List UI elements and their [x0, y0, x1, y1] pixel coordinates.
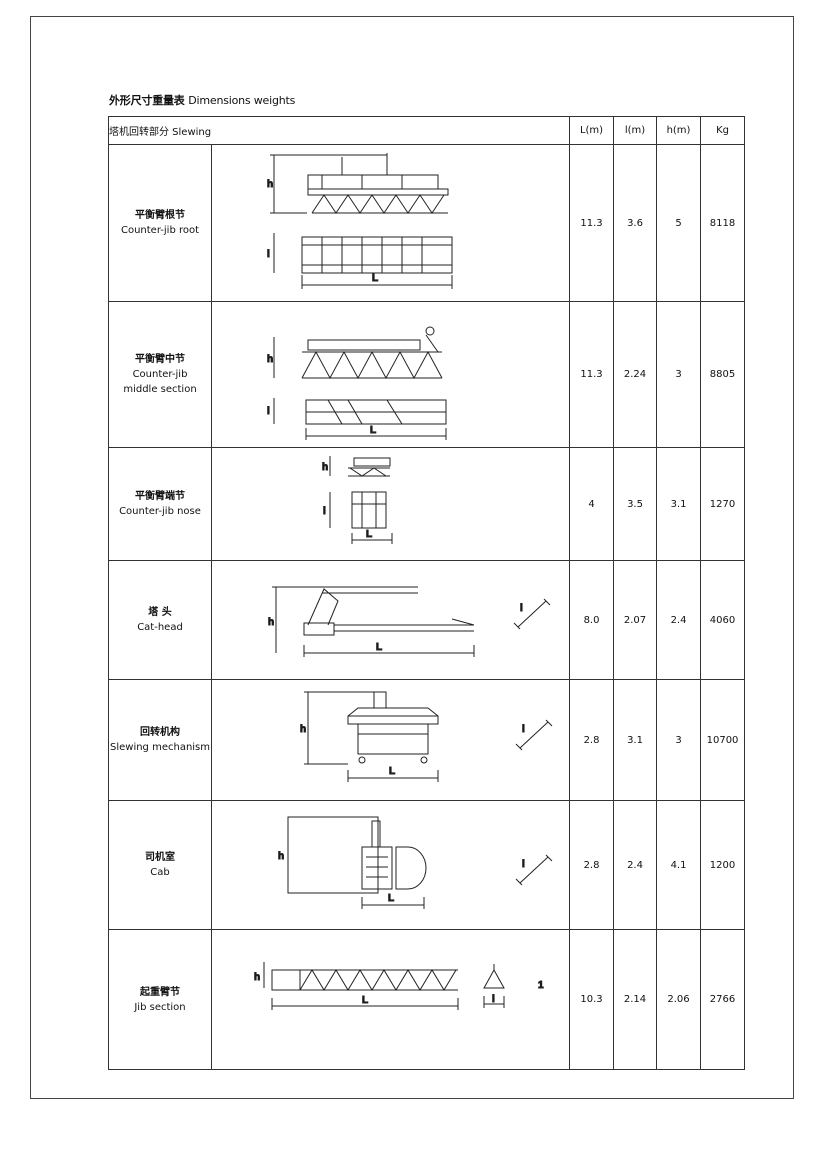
- dim-label-L: L: [388, 893, 394, 904]
- value-L: 8.0: [569, 560, 615, 680]
- name-en: Cab: [150, 867, 170, 878]
- value-kg: 8118: [700, 144, 746, 302]
- value-l: 3.6: [613, 144, 658, 302]
- value-h: 5: [656, 144, 702, 302]
- value-l: 2.14: [613, 929, 658, 1070]
- counter-jib-nose-drawing: h l L: [210, 447, 571, 561]
- name-cn: 平衡臂端节: [135, 491, 185, 502]
- counter-jib-root-drawing: h l L: [210, 144, 571, 302]
- page-frame: [30, 16, 794, 1099]
- component-name: 起重臂节 Jib section: [108, 929, 212, 1070]
- table-row: 平衡臂端节 Counter-jib nose h l L 4 3.5: [108, 447, 746, 561]
- value-l: 3.1: [613, 679, 658, 801]
- dim-label-l: l: [267, 249, 270, 260]
- name-cn: 平衡臂中节: [135, 354, 185, 365]
- dim-label-L: L: [370, 425, 376, 436]
- value-h: 3: [656, 301, 702, 448]
- dim-label-l: l: [522, 859, 525, 870]
- value-h: 2.4: [656, 560, 702, 680]
- dim-label-L: L: [366, 529, 372, 540]
- section-title: 塔机回转部分 Slewing: [107, 116, 571, 145]
- value-l: 2.4: [613, 800, 658, 930]
- value-l: 2.24: [613, 301, 658, 448]
- name-en: Cat-head: [137, 622, 183, 633]
- component-name: 平衡臂根节 Counter-jib root: [108, 144, 212, 302]
- dim-label-l: l: [522, 724, 525, 735]
- value-kg: 10700: [700, 679, 746, 801]
- table-row: 回转机构 Slewing mechanism h L l 2.8 3: [108, 679, 746, 801]
- dim-label-l: l: [267, 406, 270, 417]
- slewing-mechanism-drawing: h L l: [210, 679, 571, 801]
- value-L: 2.8: [569, 800, 615, 930]
- dimensions-table: 塔机回转部分 Slewing L(m) l(m) h(m) Kg 平衡臂根节 C…: [107, 116, 746, 1070]
- dim-label-l: l: [323, 506, 326, 517]
- cab-drawing: h L l: [210, 800, 571, 930]
- dim-label-L: L: [389, 766, 395, 777]
- value-kg: 1200: [700, 800, 746, 930]
- component-name: 司机室 Cab: [108, 800, 212, 930]
- jib-section-drawing: h L l 1: [210, 929, 571, 1070]
- cat-head-drawing: h L l: [210, 560, 571, 680]
- table-row: 起重臂节 Jib section h L l 1 10.3: [108, 929, 746, 1070]
- col-header-l: l(m): [613, 116, 658, 145]
- title-en: Dimensions weights: [188, 94, 296, 107]
- name-en-line2: middle section: [123, 384, 197, 395]
- table-row: 塔 头 Cat-head h L l 8.0 2.07 2.4 4060: [108, 560, 746, 680]
- name-cn: 司机室: [145, 852, 175, 863]
- dim-label-l: l: [492, 994, 495, 1005]
- dim-label-h: h: [278, 851, 284, 862]
- dim-label-h: h: [254, 972, 260, 983]
- table-row: 平衡臂中节 Counter-jib middle section h l L: [108, 301, 746, 448]
- name-en: Slewing mechanism: [109, 742, 211, 753]
- name-cn: 平衡臂根节: [135, 210, 185, 221]
- dim-label-h: h: [267, 354, 273, 365]
- value-L: 11.3: [569, 301, 615, 448]
- name-en: Jib section: [134, 1001, 186, 1013]
- table-row: 司机室 Cab h L l 2.8 2.4 4.1: [108, 800, 746, 930]
- col-header-kg: Kg: [700, 116, 746, 145]
- value-L: 2.8: [569, 679, 615, 801]
- jib-note: 1: [538, 980, 544, 991]
- value-h: 3: [656, 679, 702, 801]
- table-row: 平衡臂根节 Counter-jib root h l: [108, 144, 746, 302]
- component-name: 回转机构 Slewing mechanism: [108, 679, 212, 801]
- dim-label-h: h: [267, 179, 273, 190]
- dim-label-L: L: [376, 642, 382, 653]
- value-kg: 1270: [700, 447, 746, 561]
- name-cn: 起重臂节: [140, 986, 180, 998]
- name-cn: 回转机构: [140, 727, 180, 738]
- value-l: 2.07: [613, 560, 658, 680]
- dim-label-L: L: [362, 995, 368, 1006]
- name-en: Counter-jib nose: [119, 506, 201, 517]
- value-L: 10.3: [569, 929, 615, 1070]
- dim-label-L: L: [372, 273, 378, 284]
- value-l: 3.5: [613, 447, 658, 561]
- dim-label-h: h: [322, 462, 328, 473]
- name-en: Counter-jib root: [120, 225, 200, 236]
- component-name: 平衡臂中节 Counter-jib middle section: [108, 301, 212, 448]
- table-header-row: 塔机回转部分 Slewing L(m) l(m) h(m) Kg: [107, 116, 746, 145]
- value-h: 4.1: [656, 800, 702, 930]
- value-h: 3.1: [656, 447, 702, 561]
- value-L: 11.3: [569, 144, 615, 302]
- title-cn: 外形尺寸重量表: [109, 94, 185, 107]
- page-title: 外形尺寸重量表 Dimensions weights: [109, 92, 295, 108]
- dim-label-l: l: [520, 603, 523, 614]
- col-header-h: h(m): [656, 116, 702, 145]
- col-header-L: L(m): [569, 116, 615, 145]
- component-name: 塔 头 Cat-head: [108, 560, 212, 680]
- dim-label-h: h: [268, 617, 274, 628]
- value-L: 4: [569, 447, 615, 561]
- value-kg: 2766: [700, 929, 746, 1070]
- name-cn: 塔 头: [148, 607, 172, 618]
- counter-jib-middle-drawing: h l L: [210, 301, 571, 448]
- value-kg: 4060: [700, 560, 746, 680]
- component-name: 平衡臂端节 Counter-jib nose: [108, 447, 212, 561]
- value-kg: 8805: [700, 301, 746, 448]
- name-en: Counter-jib: [132, 369, 188, 380]
- value-h: 2.06: [656, 929, 702, 1070]
- dim-label-h: h: [300, 724, 306, 735]
